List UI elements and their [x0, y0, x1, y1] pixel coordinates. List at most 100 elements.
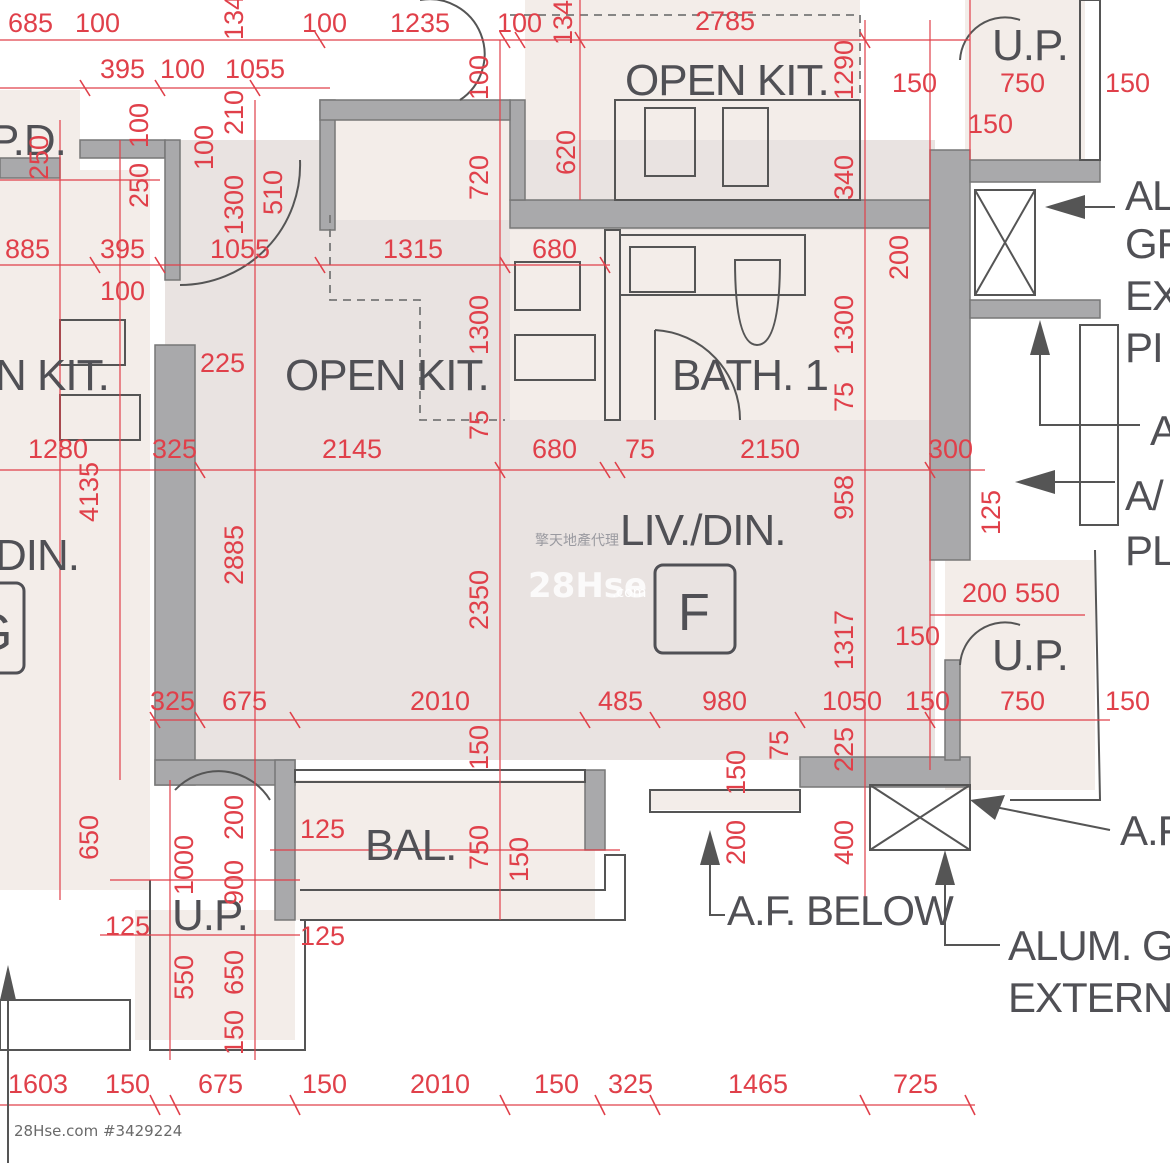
room-up-mid-right: U.P.	[992, 631, 1068, 680]
dim-value: 125	[976, 490, 1006, 535]
room-bal: BAL.	[365, 821, 456, 870]
dim-value: 620	[551, 130, 581, 175]
unit-badge: F G	[0, 563, 737, 675]
dim-value: 1000	[169, 835, 199, 895]
dim-value: 1235	[390, 8, 450, 38]
dim-value: 200	[962, 578, 1007, 608]
dim-value: 150	[302, 1069, 347, 1099]
dim-value: 150	[1105, 686, 1150, 716]
room-open-kit-left: N KIT.	[0, 351, 109, 400]
note-af-below: A.F. BELOW	[727, 887, 954, 934]
dimension-values: 685 100 134 100 1235 100 134 2785 395 10…	[5, 0, 1150, 1099]
dim-value: 750	[1000, 686, 1045, 716]
dim-value: 885	[5, 234, 50, 264]
dim-value: 100	[189, 125, 219, 170]
dim-value: 980	[702, 686, 747, 716]
walls	[0, 99, 1101, 921]
room-din-left: DIN.	[0, 531, 79, 580]
note-right-gr: GF	[1125, 220, 1170, 267]
dim-value: 100	[464, 55, 494, 100]
dim-value: 150	[968, 109, 1013, 139]
dim-value: 325	[608, 1069, 653, 1099]
dim-value: 300	[928, 434, 973, 464]
room-liv-din: LIV./DIN.	[620, 506, 785, 555]
dim-value: 200	[721, 820, 751, 865]
note-right-a1: A	[1150, 407, 1170, 454]
dim-value: 395	[100, 54, 145, 84]
dim-value: 150	[105, 1069, 150, 1099]
unit-letter-left: G	[0, 604, 11, 662]
dim-value: 150	[895, 621, 940, 651]
dim-value: 4135	[74, 462, 104, 522]
dim-value: 150	[464, 725, 494, 770]
dim-value: 550	[1015, 578, 1060, 608]
dim-value: 200	[884, 235, 914, 280]
dim-value: 958	[829, 475, 859, 520]
dim-value: 125	[105, 911, 150, 941]
watermark-footer: 28Hse.com #3429224	[14, 1122, 182, 1140]
dim-value: 685	[8, 8, 53, 38]
dim-value: 1055	[225, 54, 285, 84]
dim-value: 2150	[740, 434, 800, 464]
dim-value: 1280	[28, 434, 88, 464]
dim-value: 75	[764, 730, 794, 760]
dim-value: 2010	[410, 686, 470, 716]
dim-value: 150	[534, 1069, 579, 1099]
dim-value: 1300	[464, 295, 494, 355]
dim-value: 150	[1105, 68, 1150, 98]
room-labels: OPEN KIT. OPEN KIT. N KIT. P.D. BATH. 1 …	[0, 21, 1069, 940]
watermark-domain: .com	[612, 585, 646, 601]
dim-value: 325	[152, 434, 197, 464]
watermarks: 擎天地產代理 28Hse .com 28Hse.com #3429224	[14, 532, 647, 1140]
note-right-pl: PL	[1125, 527, 1170, 574]
watermark-site: 28Hse	[528, 566, 647, 606]
dim-value: 2785	[695, 6, 755, 36]
room-up-top-right: U.P.	[992, 21, 1068, 70]
note-right-al: AL	[1125, 172, 1170, 219]
dim-value: 250	[124, 163, 154, 208]
dim-value: 550	[169, 955, 199, 1000]
dim-value: 510	[258, 170, 288, 215]
dim-value: 680	[532, 234, 577, 264]
note-right-a2: A/	[1125, 472, 1164, 519]
dim-value: 225	[200, 348, 245, 378]
dim-value: 225	[829, 727, 859, 772]
dim-value: 2010	[410, 1069, 470, 1099]
dim-value: 150	[219, 1010, 249, 1055]
dim-value: 650	[219, 950, 249, 995]
dim-value: 210	[219, 90, 249, 135]
dim-value: 2145	[322, 434, 382, 464]
dim-value: 675	[222, 686, 267, 716]
dim-value: 675	[198, 1069, 243, 1099]
dim-value: 900	[219, 860, 249, 905]
dim-value: 1300	[219, 175, 249, 235]
dim-value: 485	[598, 686, 643, 716]
dim-value: 1050	[822, 686, 882, 716]
dim-value: 100	[497, 8, 542, 38]
dim-value: 400	[829, 820, 859, 865]
fixtures	[0, 0, 1119, 1051]
dimension-lines	[0, 0, 1110, 1106]
dim-value: 1055	[210, 234, 270, 264]
dim-value: 150	[892, 68, 937, 98]
dim-value: 340	[829, 155, 859, 200]
dim-value: 2885	[219, 525, 249, 585]
dim-value: 150	[905, 686, 950, 716]
dim-value: 100	[75, 8, 120, 38]
dim-value: 75	[625, 434, 655, 464]
dim-value: 125	[300, 921, 345, 951]
dim-value: 395	[100, 234, 145, 264]
note-right-ex: EX	[1125, 272, 1170, 319]
room-open-kit-main: OPEN KIT.	[285, 351, 489, 400]
dim-value: 100	[100, 276, 145, 306]
room-bath-1: BATH. 1	[672, 351, 828, 400]
dim-value: 100	[302, 8, 347, 38]
dim-value: 75	[464, 410, 494, 440]
watermark-agent: 擎天地產代理	[535, 532, 619, 549]
room-fills	[0, 0, 1095, 1040]
dimension-ticks	[79, 31, 976, 1116]
dim-value: 1290	[829, 40, 859, 100]
